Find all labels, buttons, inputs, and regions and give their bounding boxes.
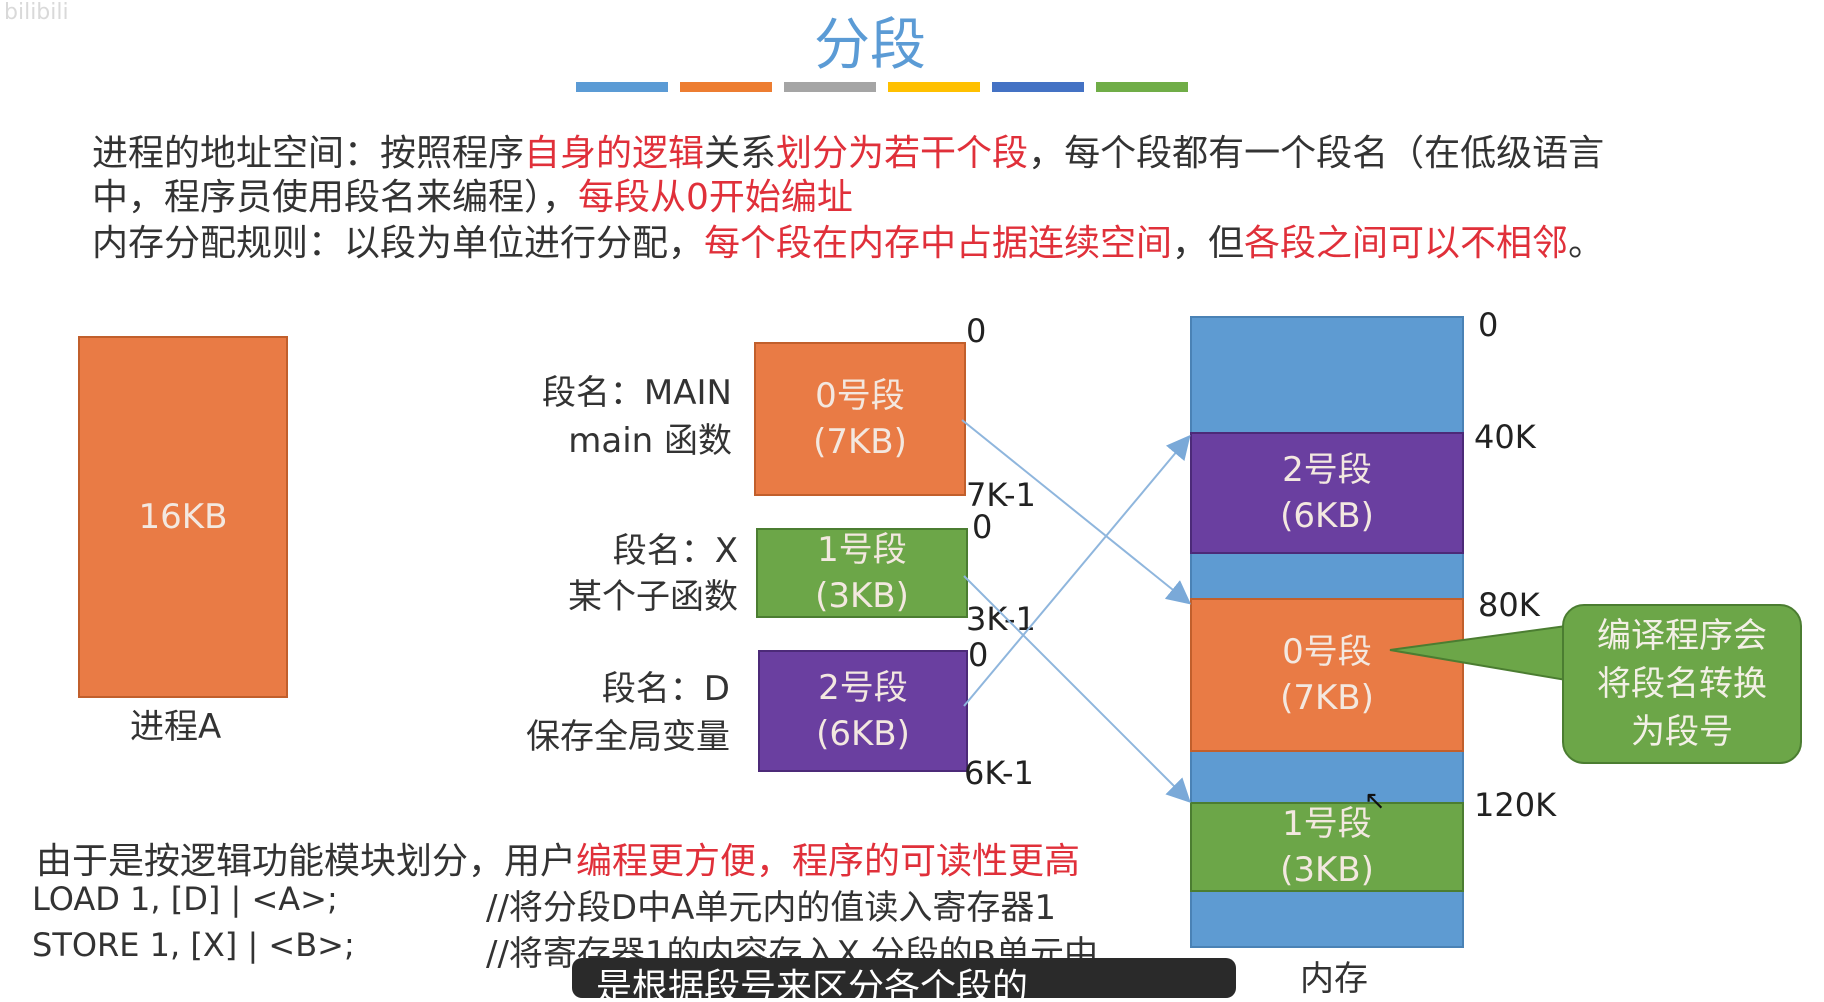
segment-0-desc: main 函数: [568, 421, 732, 461]
intro-highlight: 自身的逻辑: [524, 133, 705, 174]
memory-address-120k: 120K: [1474, 786, 1557, 824]
bottom-text: 由于是按逻辑功能模块划分，用户: [36, 841, 577, 882]
memory-segment-1-title: 1号段: [1282, 804, 1372, 844]
intro-text: 内存分配规则：以段为单位进行分配，: [92, 223, 705, 264]
title-color-bar: [888, 82, 980, 92]
process-label: 进程A: [130, 707, 222, 747]
comment-line-1: //将分段D中A单元内的值读入寄存器1: [486, 888, 1056, 928]
process-a-block: 16KB: [78, 336, 288, 698]
intro-highlight: 每段从0开始编址: [578, 177, 853, 218]
mouse-cursor-icon: ↖: [1364, 786, 1386, 816]
segment-2-start: 0: [968, 636, 989, 674]
intro-text: 关系: [704, 133, 777, 174]
segment-0-start: 0: [966, 312, 987, 350]
intro-text: 中，程序员使用段名来编程），: [92, 177, 579, 218]
intro-highlight: 各段之间可以不相邻: [1244, 223, 1569, 264]
code-line-2: STORE 1, [X] | <B>;: [32, 926, 355, 964]
intro-text: ，每个段都有一个段名（在低级语言: [1028, 133, 1605, 174]
segment-1-size: (3KB): [815, 576, 909, 616]
title-color-bar: [1096, 82, 1188, 92]
bottom-highlight: 编程更方便，程序的可读性更高: [576, 841, 1081, 882]
code-line-1: LOAD 1, [D] | <A>;: [32, 880, 338, 918]
watermark-logo: bilibili: [4, 0, 69, 25]
segment-2-desc: 保存全局变量: [526, 717, 730, 757]
arrow-segment-2: [963, 434, 1191, 707]
memory-address-80k: 80K: [1478, 586, 1540, 624]
intro-text: 进程的地址空间：按照程序: [92, 133, 525, 174]
segment-0-box: 0号段 (7KB): [754, 342, 966, 496]
memory-segment-0: 0号段 (7KB): [1190, 598, 1464, 752]
title-color-bar: [992, 82, 1084, 92]
segment-1-start: 0: [972, 508, 993, 546]
segment-2-size: (6KB): [816, 714, 910, 754]
intro-highlight: 划分为若干个段: [776, 133, 1029, 174]
callout-line-1: 编译程序会: [1597, 616, 1767, 656]
segment-1-desc: 某个子函数: [568, 577, 738, 617]
intro-line-3: 内存分配规则：以段为单位进行分配，每个段在内存中占据连续空间，但各段之间可以不相…: [92, 214, 1604, 266]
intro-text: ，但: [1172, 223, 1245, 264]
memory-segment-2: 2号段 (6KB): [1190, 432, 1464, 554]
segment-0-title: 0号段: [815, 376, 905, 416]
video-subtitle: 是根据段号来区分各个段的: [572, 958, 1236, 998]
callout-line-3: 为段号: [1631, 712, 1733, 752]
memory-segment-0-size: (7KB): [1280, 678, 1374, 718]
compiler-callout: 编译程序会 将段名转换 为段号: [1562, 604, 1802, 764]
segment-0-name: 段名：MAIN: [541, 373, 732, 413]
segment-2-box: 2号段 (6KB): [758, 650, 968, 772]
memory-segment-2-size: (6KB): [1280, 496, 1374, 536]
segment-2-title: 2号段: [818, 668, 908, 708]
segment-1-end: 3K-1: [966, 600, 1036, 638]
segment-0-size: (7KB): [813, 422, 907, 462]
segment-2-name: 段名：D: [601, 669, 730, 709]
segment-1-name: 段名：X: [612, 531, 738, 571]
title-color-bar: [784, 82, 876, 92]
memory-segment-1-size: (3KB): [1280, 850, 1374, 890]
callout-pointer: [1389, 624, 1567, 682]
intro-highlight: 每个段在内存中占据连续空间: [704, 223, 1173, 264]
process-size: 16KB: [138, 497, 228, 537]
segment-1-title: 1号段: [817, 530, 907, 570]
segment-0-end: 7K-1: [966, 476, 1036, 514]
intro-text: 。: [1568, 223, 1605, 264]
intro-line-1: 进程的地址空间：按照程序自身的逻辑关系划分为若干个段，每个段都有一个段名（在低级…: [92, 124, 1604, 176]
segment-2-end: 6K-1: [964, 754, 1034, 792]
arrow-segment-0: [961, 419, 1192, 605]
memory-segment-1: 1号段 (3KB): [1190, 802, 1464, 892]
callout-line-2: 将段名转换: [1597, 664, 1767, 704]
memory-segment-0-title: 0号段: [1282, 632, 1372, 672]
title-color-bar: [576, 82, 668, 92]
memory-address-40k: 40K: [1474, 418, 1536, 456]
memory-segment-2-title: 2号段: [1282, 450, 1372, 490]
intro-line-2: 中，程序员使用段名来编程），每段从0开始编址: [92, 168, 853, 220]
arrow-segment-1: [963, 575, 1191, 803]
segment-1-box: 1号段 (3KB): [756, 528, 968, 618]
memory-address-0: 0: [1478, 306, 1499, 344]
page-title: 分段: [814, 13, 926, 78]
title-color-bar: [680, 82, 772, 92]
bottom-line-1: 由于是按逻辑功能模块划分，用户编程更方便，程序的可读性更高: [36, 832, 1080, 884]
